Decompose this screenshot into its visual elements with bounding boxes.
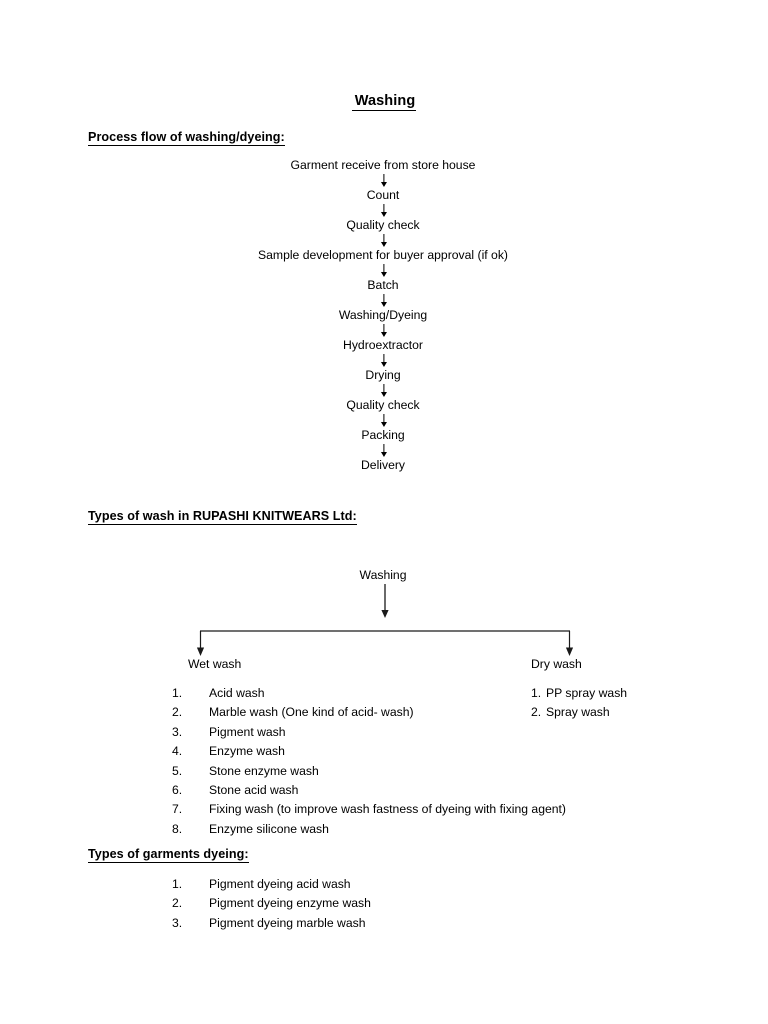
wet-wash-list-item: 5. Stone enzyme wash (172, 762, 566, 781)
garment-dyeing-list-item: 1. Pigment dyeing acid wash (172, 875, 371, 894)
flow-step: Garment receive from store house (0, 158, 768, 173)
page-title: Washing (0, 93, 768, 111)
section-heading-process-flow-text: Process flow of washing/dyeing: (88, 130, 285, 146)
flow-step-label: Delivery (360, 458, 406, 472)
list-item-number: 1. (172, 686, 183, 700)
list-item-text: Enzyme wash (209, 744, 285, 759)
arrow-down-icon (0, 263, 768, 278)
list-item-text: Stone acid wash (209, 783, 299, 798)
flow-step: Count (0, 188, 768, 203)
wet-wash-list: 1. Acid wash 2. Marble wash (One kind of ac… (172, 684, 566, 839)
list-item-text: Pigment dyeing marble wash (209, 915, 366, 930)
garment-dyeing-list-item: 3. Pigment dyeing marble wash (172, 914, 371, 933)
section-heading-types-of-wash: Types of wash in RUPASHI KNITWEARS Ltd: (88, 509, 357, 525)
dry-wash-list-item: 2. Spray wash (531, 703, 627, 722)
section-heading-types-of-wash-text: Types of wash in RUPASHI KNITWEARS Ltd: (88, 509, 357, 525)
flow-step: Sample development for buyer approval (i… (0, 248, 768, 263)
flow-step: Quality check (0, 398, 768, 413)
arrow-down-icon (0, 293, 768, 308)
list-item-text: Acid wash (209, 686, 265, 700)
list-item-text: Enzyme silicone wash (209, 821, 329, 836)
wash-type-tree-diagram: Washing Wet wash Dry wash (0, 568, 768, 678)
tree-root-node: Washing (0, 568, 768, 583)
arrow-down-icon (0, 413, 768, 428)
wet-wash-list-item: 3. Pigment wash (172, 723, 566, 742)
list-item-number: 2. (531, 705, 542, 720)
list-item-number: 2. (172, 896, 183, 911)
tree-leaf-wet-wash-label: Wet wash (188, 657, 242, 671)
wet-wash-list-item: 7. Fixing wash (to improve wash fastness … (172, 800, 566, 819)
dry-wash-list: 1. PP spray wash 2. Spray wash (531, 684, 627, 723)
flow-step-label: Count (366, 188, 400, 202)
flow-step-label: Quality check (346, 218, 420, 232)
flow-step-label: Hydroextractor (343, 338, 423, 352)
list-item-number: 1. (531, 686, 542, 700)
arrow-down-icon (0, 233, 768, 248)
tree-connector-lines (196, 584, 574, 656)
list-item-number: 4. (172, 744, 183, 759)
arrow-down-icon (0, 383, 768, 398)
list-item-text: Pigment wash (209, 724, 286, 739)
flow-step-label: Drying (365, 368, 401, 382)
list-item-text: Fixing wash (to improve wash fastness of… (209, 802, 566, 817)
flow-step-label: Quality check (346, 398, 420, 412)
list-item-number: 3. (172, 915, 183, 930)
arrow-down-icon (0, 353, 768, 368)
flow-step: Packing (0, 428, 768, 443)
tree-leaf-dry-wash: Dry wash (531, 657, 582, 672)
garment-dyeing-list: 1. Pigment dyeing acid wash 2. Pigment dyei… (172, 875, 371, 933)
wet-wash-list-item: 8. Enzyme silicone wash (172, 820, 566, 839)
list-item-number: 8. (172, 821, 183, 836)
dry-wash-list-item: 1. PP spray wash (531, 684, 627, 703)
wet-wash-list-item: 6. Stone acid wash (172, 781, 566, 800)
list-item-text: Pigment dyeing acid wash (209, 877, 351, 891)
list-item-text: Stone enzyme wash (209, 763, 319, 778)
list-item-number: 2. (172, 705, 183, 720)
flow-step: Delivery (0, 458, 768, 473)
tree-leaf-wet-wash: Wet wash (188, 657, 241, 672)
list-item-text: Marble wash (One kind of acid- wash) (209, 705, 414, 720)
arrow-down-icon (0, 173, 768, 188)
wet-wash-list-item: 2. Marble wash (One kind of acid- wash) (172, 703, 566, 722)
flow-step-label: Sample development for buyer approval (i… (258, 248, 508, 262)
list-item-number: 1. (172, 877, 183, 891)
flow-step-label: Packing (361, 428, 405, 442)
list-item-number: 5. (172, 763, 183, 778)
flow-step: Quality check (0, 218, 768, 233)
list-item-text: PP spray wash (546, 686, 628, 700)
wet-wash-list-item: 1. Acid wash (172, 684, 566, 703)
garment-dyeing-list-item: 2. Pigment dyeing enzyme wash (172, 894, 371, 913)
list-item-text: Spray wash (546, 705, 610, 720)
flow-step: Hydroextractor (0, 338, 768, 353)
section-heading-types-of-dyeing: Types of garments dyeing: (88, 847, 249, 863)
tree-leaf-dry-wash-label: Dry wash (531, 657, 582, 671)
flow-step: Washing/Dyeing (0, 308, 768, 323)
list-item-number: 7. (172, 802, 183, 817)
flow-step: Batch (0, 278, 768, 293)
flow-step-label: Washing/Dyeing (338, 308, 428, 322)
flow-step: Drying (0, 368, 768, 383)
list-item-number: 3. (172, 724, 183, 739)
flow-step-label: Batch (367, 278, 399, 292)
list-item-number: 6. (172, 783, 183, 798)
arrow-down-icon (0, 443, 768, 458)
list-item-text: Pigment dyeing enzyme wash (209, 896, 371, 911)
tree-root-label-text: Washing (359, 568, 407, 582)
wet-wash-list-item: 4. Enzyme wash (172, 742, 566, 761)
section-heading-process-flow: Process flow of washing/dyeing: (88, 130, 285, 146)
arrow-down-icon (0, 203, 768, 218)
arrow-down-icon (0, 323, 768, 338)
page-title-text: Washing (351, 93, 417, 111)
flow-step-label: Garment receive from store house (290, 158, 476, 172)
section-heading-types-of-dyeing-text: Types of garments dyeing: (88, 847, 249, 863)
